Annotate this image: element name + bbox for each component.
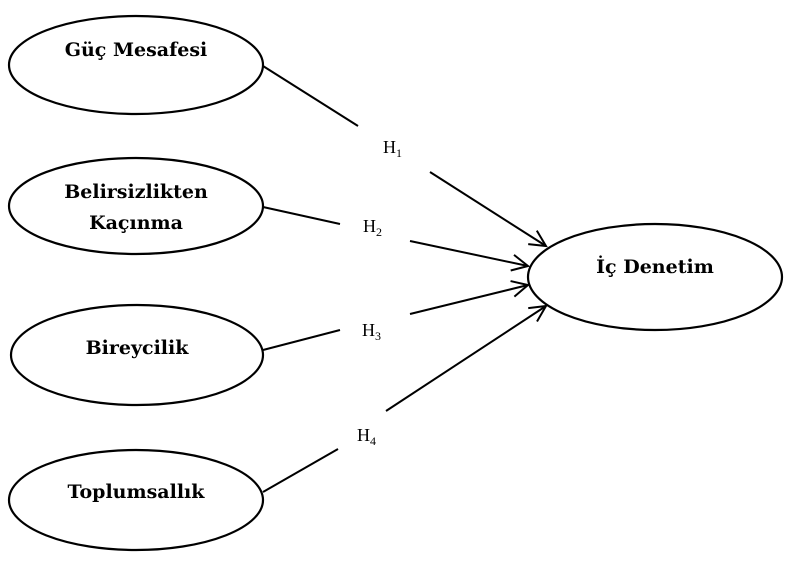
- hypothesis-label-h4: H4: [357, 425, 376, 448]
- hypothesis-label-h1: H1: [383, 137, 402, 160]
- node-guc-mesafesi: Güç Mesafesi: [7, 14, 265, 116]
- node-label: Toplumsallık: [68, 481, 206, 503]
- node-ic-denetim: İç Denetim: [526, 222, 784, 332]
- node-label-line2: Kaçınma: [89, 212, 183, 234]
- edge-h3: [262, 285, 528, 351]
- node-toplumsallik: Toplumsallık: [7, 448, 265, 552]
- edge-h1: [262, 65, 546, 246]
- node-bireycilik: Bireycilik: [9, 303, 265, 407]
- node-label-line1: Belirsizlikten: [64, 181, 208, 203]
- hypothesis-label-h3: H3: [362, 320, 381, 343]
- edge-h4: [262, 306, 546, 493]
- node-belirsizlikten-kacinma: Belirsizlikten Kaçınma: [7, 156, 265, 256]
- node-label: Güç Mesafesi: [65, 39, 208, 61]
- node-label: İç Denetim: [596, 255, 714, 278]
- edge-h2: [262, 206, 528, 266]
- hypothesis-label-h2: H2: [363, 216, 382, 239]
- node-label: Bireycilik: [86, 337, 190, 359]
